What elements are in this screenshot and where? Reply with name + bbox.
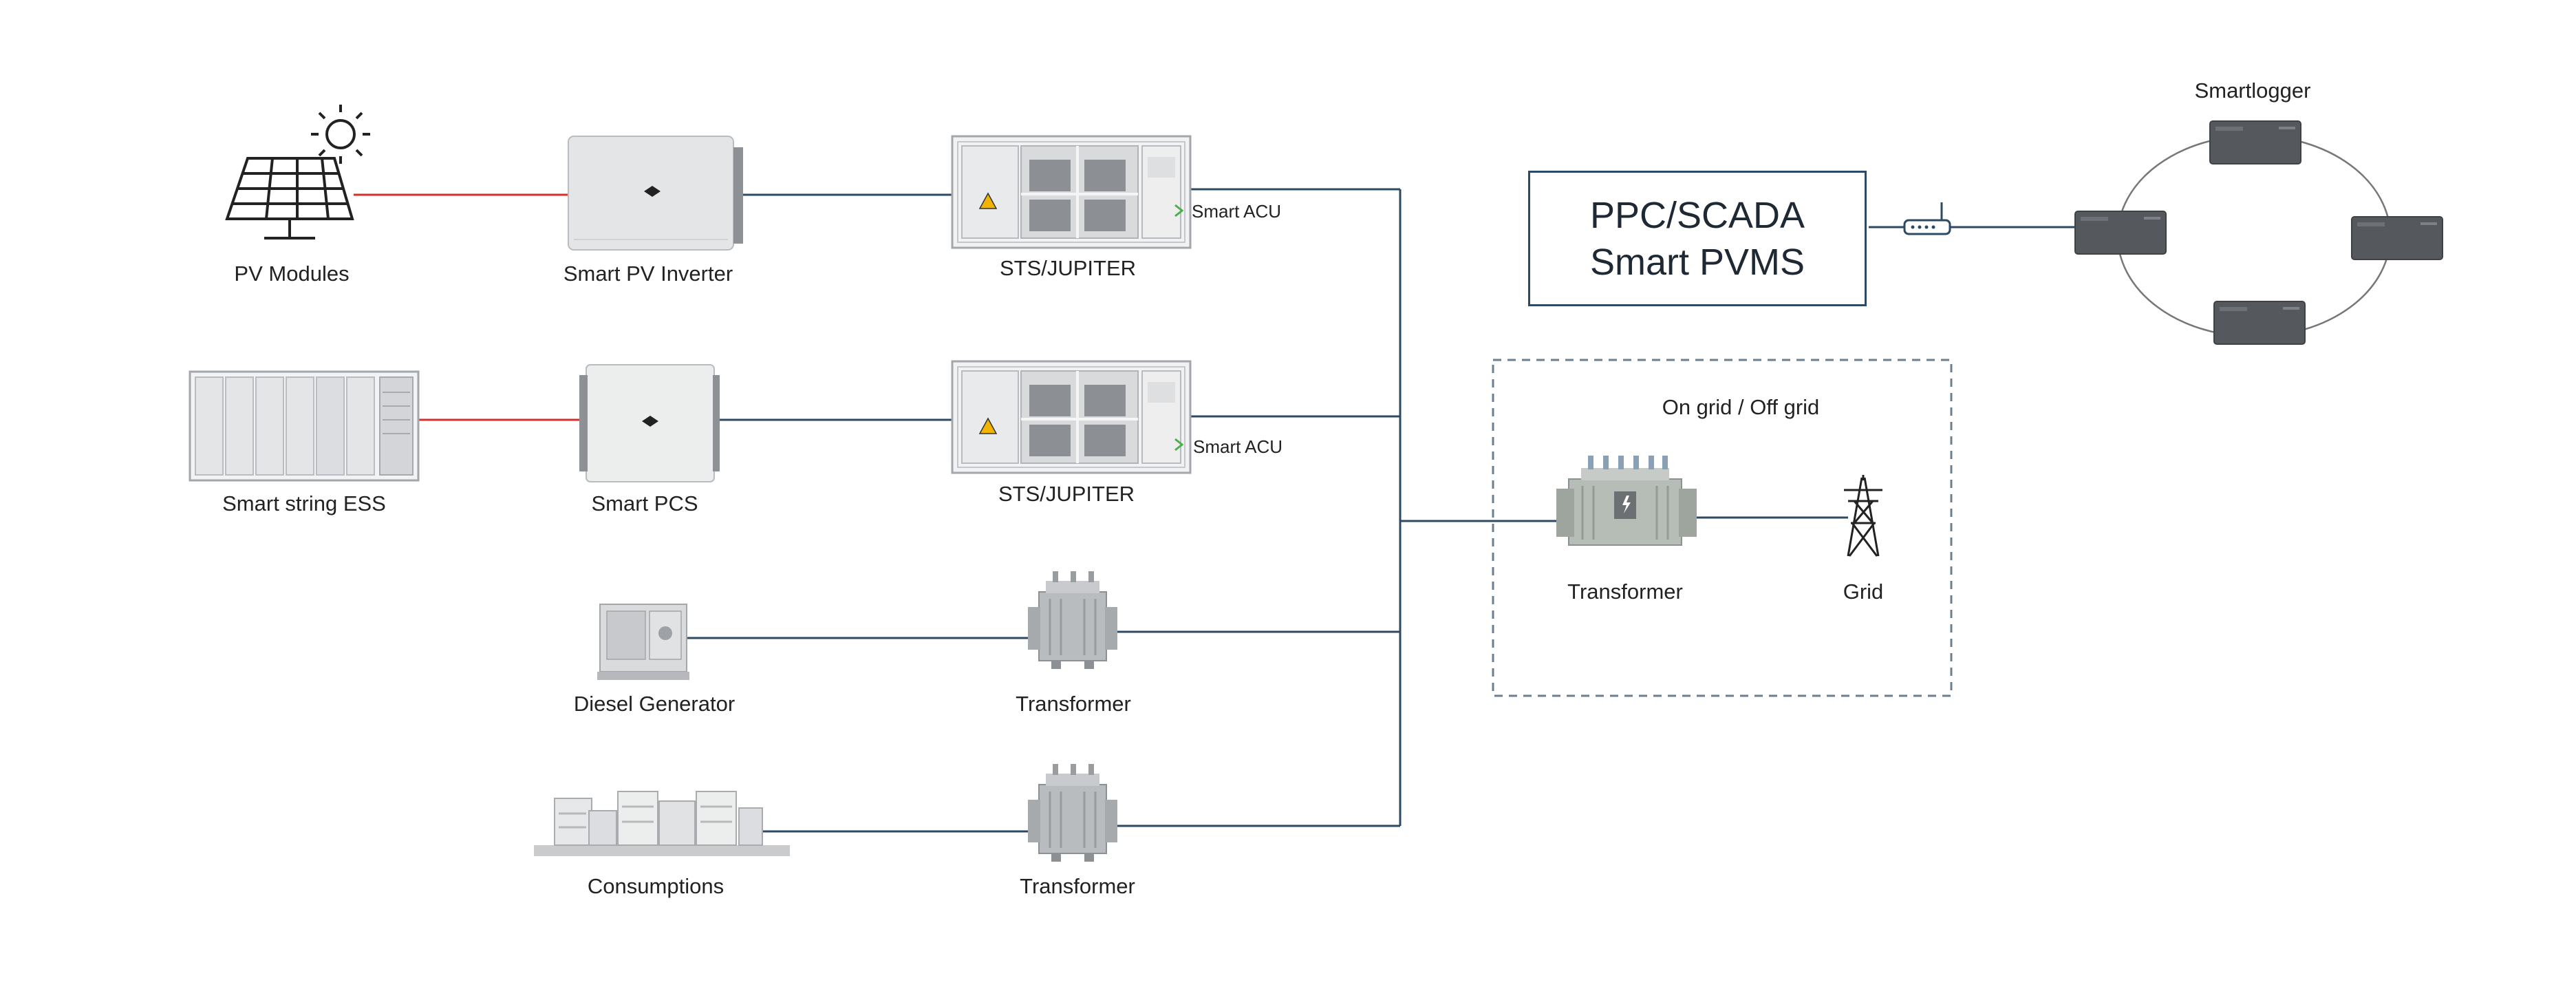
smart-string-ess-label: Smart string ESS bbox=[222, 491, 386, 515]
transmission-tower-icon bbox=[1844, 475, 1882, 557]
router-icon bbox=[1903, 202, 1951, 235]
smartlogger-device-icon-bottom bbox=[2213, 301, 2306, 345]
sts-container-icon-2 bbox=[951, 360, 1192, 474]
smart-acu-label-1: Smart ACU bbox=[1192, 201, 1282, 222]
sts-container-icon-1 bbox=[951, 135, 1192, 249]
transformer-label-consumptions: Transformer bbox=[1020, 874, 1135, 898]
grid-label: Grid bbox=[1843, 579, 1884, 604]
buildings-icon bbox=[534, 791, 790, 856]
transformer-label-diesel: Transformer bbox=[1016, 692, 1131, 716]
battery-container-icon bbox=[189, 370, 420, 482]
grid-mode-label: On grid / Off grid bbox=[1662, 395, 1820, 419]
diesel-generator-icon bbox=[597, 604, 689, 680]
smartlogger-device-icon-right bbox=[2351, 216, 2443, 260]
pcs-icon bbox=[579, 364, 720, 482]
smart-acu-label-2: Smart ACU bbox=[1193, 436, 1283, 457]
smartlogger-label: Smartlogger bbox=[2194, 78, 2311, 103]
inverter-icon bbox=[568, 136, 744, 251]
ppc-scada-box: PPC/SCADA Smart PVMS bbox=[1528, 171, 1867, 306]
smartlogger-device-icon-top bbox=[2209, 120, 2301, 164]
acu-arrow-icon-1 bbox=[1174, 204, 1184, 217]
diesel-generator-label: Diesel Generator bbox=[573, 692, 736, 716]
ppc-title-line1: PPC/SCADA bbox=[1589, 194, 1805, 236]
consumptions-label: Consumptions bbox=[587, 874, 724, 898]
sts-jupiter-label-1: STS/JUPITER bbox=[999, 256, 1137, 280]
sts-jupiter-label-2: STS/JUPITER bbox=[998, 482, 1135, 506]
smart-pcs-label: Smart PCS bbox=[591, 491, 698, 515]
pv-modules-label: PV Modules bbox=[234, 262, 350, 286]
transformer-icon-consumptions bbox=[1027, 763, 1119, 863]
solar-panel-icon bbox=[225, 157, 354, 240]
transformer-icon-grid bbox=[1556, 456, 1697, 546]
transformer-label-grid: Transformer bbox=[1567, 579, 1683, 604]
acu-arrow-icon-2 bbox=[1174, 438, 1184, 451]
transformer-icon-diesel bbox=[1027, 570, 1119, 670]
ppc-title-line2: Smart PVMS bbox=[1589, 241, 1805, 283]
sun-icon bbox=[311, 105, 370, 164]
grid-mode-box bbox=[1492, 359, 1953, 697]
smart-pv-inverter-label: Smart PV Inverter bbox=[563, 262, 733, 286]
smartlogger-device-icon-left bbox=[2074, 211, 2167, 255]
